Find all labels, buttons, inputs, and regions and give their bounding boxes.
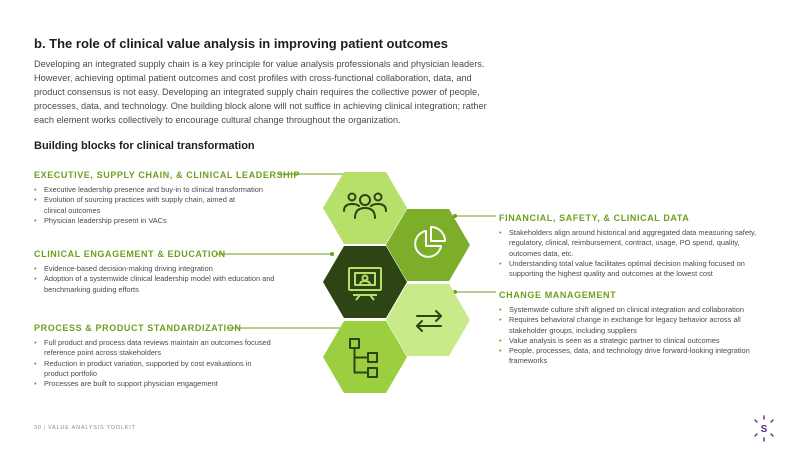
brand-logo-icon: S [754,415,774,442]
list-item: Reduction in product variation, supporte… [34,359,269,380]
refresh-arrows-icon [416,310,442,332]
standardization-heading: PROCESS & PRODUCT STANDARDIZATION [34,323,242,333]
data-bullets: Stakeholders align around historical and… [499,228,765,279]
data-block: FINANCIAL, SAFETY, & CLINICAL DATA Stake… [499,213,769,279]
footer-label: VALUE ANALYSIS TOOLKIT [47,425,136,431]
brand-logo-letter: S [761,424,768,435]
change-block: CHANGE MANAGEMENT Systemwide culture shi… [499,290,769,367]
list-item: Evolution of sourcing practices with sup… [34,195,259,216]
list-item: Adoption of a systemwide clinical leader… [34,274,289,295]
list-item: People, processes, data, and technology … [499,346,765,367]
list-item: Executive leadership presence and buy-in… [34,185,289,196]
data-heading: FINANCIAL, SAFETY, & CLINICAL DATA [499,213,690,223]
people-icon [343,192,387,219]
change-bullets: Systemwide culture shift aligned on clin… [499,305,765,367]
engagement-block: CLINICAL ENGAGEMENT & EDUCATION Evidence… [34,249,294,295]
page-number: 30 [34,425,42,431]
list-item: Value analysis is seen as a strategic pa… [499,336,765,347]
engagement-bullets: Evidence-based decision-making driving i… [34,264,289,295]
pie-chart-icon [414,226,446,258]
list-item: Stakeholders align around historical and… [499,228,765,259]
list-item: Full product and process data reviews ma… [34,338,296,359]
leadership-block: EXECUTIVE, SUPPLY CHAIN, & CLINICAL LEAD… [34,170,300,226]
footer-divider: | [43,425,46,431]
connector-dot [330,252,334,256]
leadership-heading: EXECUTIVE, SUPPLY CHAIN, & CLINICAL LEAD… [34,170,300,180]
list-item: Physician leadership present in VACs [34,216,289,227]
building-blocks-title: Building blocks for clinical transformat… [34,140,255,152]
section-title: b. The role of clinical value analysis i… [34,36,448,51]
presentation-icon [348,267,382,301]
list-item: Processes are built to support physician… [34,379,296,390]
footer: 30|VALUE ANALYSIS TOOLKIT [34,425,136,431]
change-hexagon [386,284,470,356]
intro-paragraph: Developing an integrated supply chain is… [34,59,487,125]
standardization-bullets: Full product and process data reviews ma… [34,338,296,390]
list-item: Systemwide culture shift aligned on clin… [499,305,765,316]
list-item: Understanding total value facilitates op… [499,259,765,280]
leadership-bullets: Executive leadership presence and buy-in… [34,185,289,226]
list-item: Evidence-based decision-making driving i… [34,264,289,275]
change-heading: CHANGE MANAGEMENT [499,290,617,300]
connector-lines [216,173,496,329]
engagement-heading: CLINICAL ENGAGEMENT & EDUCATION [34,249,226,259]
flowchart-icon [349,338,378,378]
standardization-block: PROCESS & PRODUCT STANDARDIZATION Full p… [34,323,304,390]
list-item: Requires behavioral change in exchange f… [499,315,765,336]
connector-dot [453,214,457,218]
